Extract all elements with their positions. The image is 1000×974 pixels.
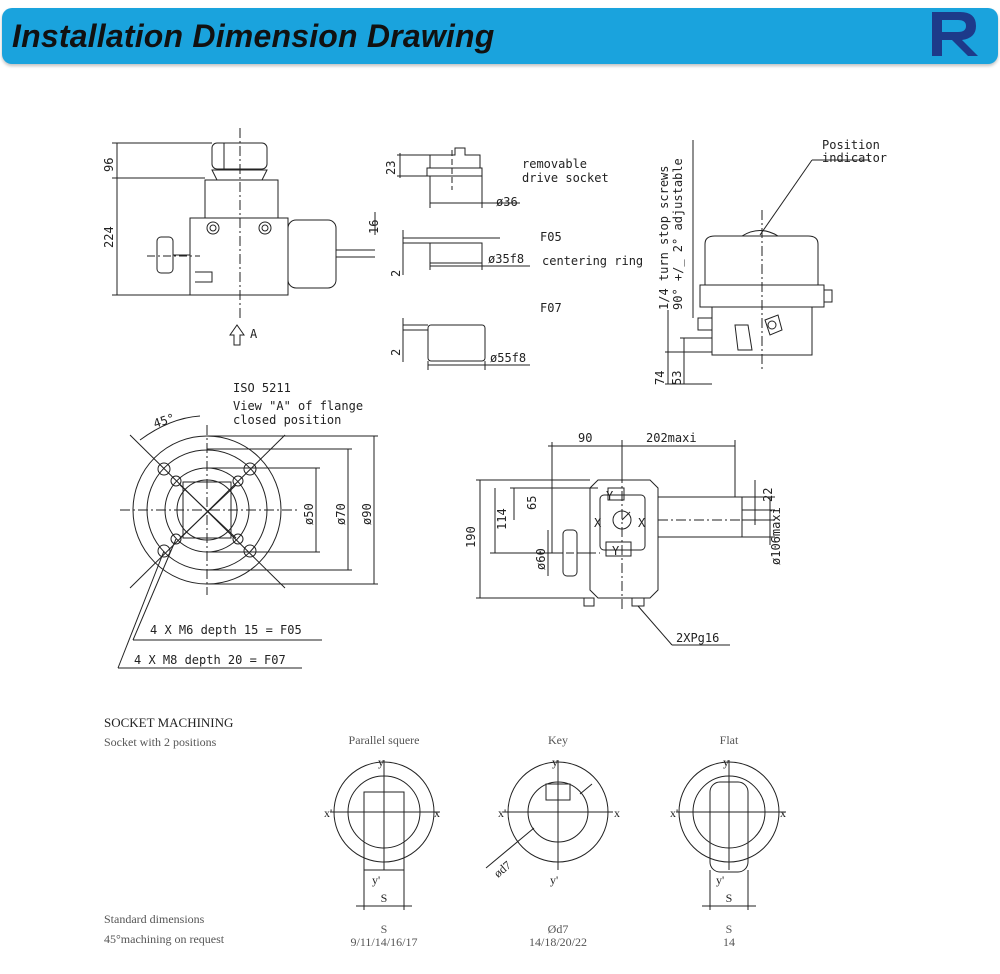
std-values-key: 14/18/20/22: [529, 935, 587, 949]
side-view-actuator: [112, 128, 375, 346]
pg-label: 2XPg16: [676, 631, 719, 645]
type-name-parallel: Parallel squere: [349, 733, 420, 747]
arrow-label-a: A: [250, 327, 258, 341]
dim-55: ø55f8: [490, 351, 526, 365]
dim-90: ø90: [360, 503, 374, 525]
dim-s-1: S: [381, 891, 388, 905]
top-dim-106: ø106maxi: [769, 507, 783, 565]
type-name-flat: Flat: [720, 733, 739, 747]
socket-label-1: removable: [522, 157, 587, 171]
std-label-key: Ød7: [548, 922, 569, 936]
dim-35: ø35f8: [488, 252, 524, 266]
standard-dimensions: Standard dimensions: [104, 912, 205, 926]
top-dim-190: 190: [464, 526, 478, 548]
std-values-parallel: 9/11/14/16/17: [351, 935, 418, 949]
axis-yp-1: y': [372, 873, 380, 887]
label-y-bottom: Y: [612, 544, 620, 558]
axis-x-3: x: [780, 806, 786, 820]
view-label-2: closed position: [233, 413, 341, 427]
label-x-right: X: [638, 516, 646, 530]
dim-96: 96: [102, 158, 116, 172]
top-view-actuator: [476, 440, 775, 646]
iso-label: ISO 5211: [233, 381, 291, 395]
dim-53: 53: [670, 371, 684, 385]
dim-224: 224: [102, 226, 116, 248]
stop-label-1: 1/4 turn stop screws: [657, 166, 671, 311]
position-label-2: indicator: [822, 151, 887, 165]
axis-yp-2: y': [550, 873, 558, 887]
dim-16: 16: [367, 220, 381, 234]
position-label-1: Position: [822, 138, 880, 152]
socket-machining-heading: SOCKET MACHINING: [104, 715, 233, 730]
dim-s-3: S: [726, 891, 733, 905]
top-dim-65: 65: [525, 496, 539, 510]
flange-view: [117, 415, 378, 669]
dim-50: ø50: [302, 503, 316, 525]
axis-y-2: y: [552, 755, 558, 769]
company-logo: [932, 12, 978, 56]
page-title: Installation Dimension Drawing: [12, 18, 495, 54]
type-name-key: Key: [548, 733, 568, 747]
axis-xp-1: x': [324, 806, 332, 820]
label-y-top: Y: [606, 489, 614, 503]
right-view-actuator: [665, 140, 870, 385]
view-label-1: View "A" of flange: [233, 399, 363, 413]
socket-parallel-square: [330, 760, 440, 910]
top-dim-114: 114: [495, 508, 509, 530]
axis-y-1: y: [378, 755, 384, 769]
dim-70: ø70: [334, 503, 348, 525]
dim-2a: 2: [389, 270, 403, 277]
label-x-left: X: [594, 516, 602, 530]
axis-x-1: x: [434, 806, 440, 820]
centering-ring: centering ring: [542, 254, 643, 268]
top-dim-60: ø60: [534, 548, 548, 570]
std-label-flat: S: [726, 922, 733, 936]
std-label-parallel: S: [381, 922, 388, 936]
top-dim-22: 22: [761, 488, 775, 502]
dim-36: ø36: [496, 195, 518, 209]
socket-label-2: drive socket: [522, 171, 609, 185]
axis-xp-2: x': [498, 806, 506, 820]
dim-74: 74: [653, 371, 667, 385]
angle-label: 45°: [152, 411, 177, 431]
socket-flat: [676, 760, 786, 910]
note-f05: 4 X M6 depth 15 = F05: [150, 623, 302, 637]
label-f05: F05: [540, 230, 562, 244]
title-bar: Installation Dimension Drawing: [2, 8, 998, 64]
axis-y-3: y: [723, 755, 729, 769]
axis-yp-3: y': [716, 873, 724, 887]
socket-machining-subtitle: Socket with 2 positions: [104, 735, 217, 749]
machining-note: 45°machining on request: [104, 932, 225, 946]
dim-2b: 2: [389, 349, 403, 356]
std-values-flat: 14: [723, 935, 735, 949]
top-dim-202: 202maxi: [646, 431, 697, 445]
drive-socket-parts: [374, 147, 530, 370]
stop-label-2: 90° +/_ 2° adjustable: [671, 158, 685, 310]
top-dim-90: 90: [578, 431, 592, 445]
axis-x-2: x: [614, 806, 620, 820]
label-f07: F07: [540, 301, 562, 315]
axis-xp-3: x': [670, 806, 678, 820]
socket-key: [485, 760, 613, 870]
dim-23: 23: [384, 161, 398, 175]
note-f07: 4 X M8 depth 20 = F07: [134, 653, 286, 667]
